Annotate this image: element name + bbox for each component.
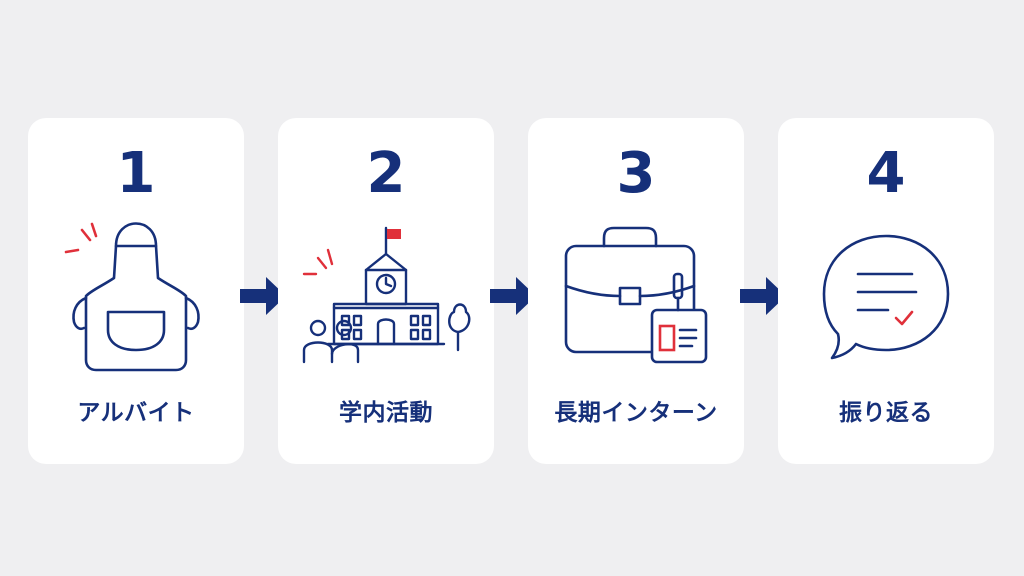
arrow-right-icon — [490, 277, 536, 315]
step-card-3: 3 長期インターン — [528, 118, 744, 464]
speech-bubble-checklist-icon — [822, 234, 950, 360]
step-card-1: 1 アルバイト — [28, 118, 244, 464]
step-card-2: 2 — [278, 118, 494, 464]
arrow-right-icon — [740, 277, 786, 315]
arrow-right-icon — [240, 277, 286, 315]
step-label: アルバイト — [77, 400, 195, 426]
step-number: 2 — [366, 141, 406, 206]
step-label: 学内活動 — [339, 400, 433, 426]
step-number: 4 — [866, 141, 906, 206]
apron-icon — [64, 222, 200, 372]
step-label: 長期インターン — [554, 400, 718, 426]
step-number: 1 — [116, 141, 156, 206]
school-building-icon — [302, 226, 471, 364]
step-number: 3 — [616, 141, 656, 206]
briefcase-icon — [564, 226, 708, 364]
step-label: 振り返る — [839, 400, 933, 426]
step-card-4: 4 振り返る — [778, 118, 994, 464]
